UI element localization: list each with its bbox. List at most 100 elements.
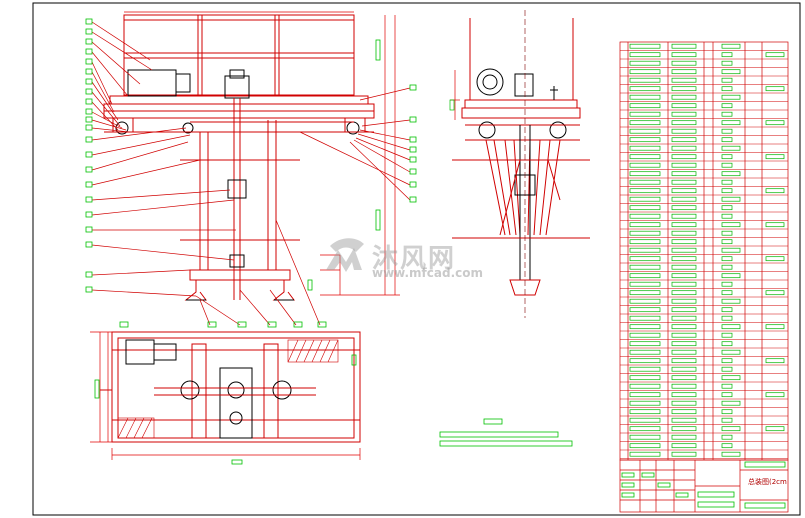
parts-cell-text bbox=[721, 60, 733, 66]
parts-cell-text bbox=[629, 298, 661, 304]
parts-cell-text bbox=[721, 298, 741, 304]
front-view-leaders bbox=[91, 21, 411, 326]
parts-cell-text bbox=[721, 426, 741, 432]
title-block bbox=[619, 459, 789, 513]
parts-cell-text bbox=[721, 247, 741, 253]
parts-cell-text bbox=[765, 358, 785, 364]
parts-cell-text bbox=[721, 341, 733, 347]
parts-cell-text bbox=[671, 162, 697, 168]
parts-cell-text bbox=[671, 400, 697, 406]
parts-cell-text bbox=[721, 358, 733, 364]
parts-cell-text bbox=[629, 145, 661, 151]
parts-cell-text bbox=[629, 43, 661, 49]
mfcad-logo-icon bbox=[326, 238, 364, 272]
parts-cell-text bbox=[671, 94, 697, 100]
parts-cell-text bbox=[671, 417, 697, 423]
parts-cell-text bbox=[721, 162, 733, 168]
parts-cell-text bbox=[629, 77, 661, 83]
parts-cell-text bbox=[721, 77, 733, 83]
parts-cell-text bbox=[629, 256, 661, 262]
parts-cell-text bbox=[721, 349, 741, 355]
parts-cell-text bbox=[629, 247, 661, 253]
parts-cell-text bbox=[671, 358, 697, 364]
parts-cell-text bbox=[671, 77, 697, 83]
parts-cell-text bbox=[629, 239, 661, 245]
parts-cell-text bbox=[721, 315, 733, 321]
parts-cell-text bbox=[721, 128, 733, 134]
parts-cell-text bbox=[671, 451, 697, 457]
parts-cell-text bbox=[629, 426, 661, 432]
parts-cell-text bbox=[629, 451, 661, 457]
parts-cell-text bbox=[721, 205, 733, 211]
parts-cell-text bbox=[671, 230, 697, 236]
parts-cell-text bbox=[671, 137, 697, 143]
parts-cell-text bbox=[671, 179, 697, 185]
parts-cell-text bbox=[671, 281, 697, 287]
parts-cell-text bbox=[721, 94, 741, 100]
parts-cell-text bbox=[765, 222, 785, 228]
parts-cell-text bbox=[671, 52, 697, 58]
parts-cell-text bbox=[721, 111, 733, 117]
parts-cell-text bbox=[721, 188, 733, 194]
title-block-text bbox=[621, 461, 786, 509]
plan-view-dimensions bbox=[90, 331, 361, 460]
parts-cell-text bbox=[629, 417, 661, 423]
parts-cell-text bbox=[671, 222, 697, 228]
parts-cell-text bbox=[671, 145, 697, 151]
parts-cell-text bbox=[671, 213, 697, 219]
plan-view-hatch bbox=[117, 339, 339, 439]
parts-cell-text bbox=[629, 307, 661, 313]
parts-cell-text bbox=[671, 409, 697, 415]
parts-cell-text bbox=[671, 341, 697, 347]
parts-cell-text bbox=[721, 307, 733, 313]
side-view-dimensions bbox=[449, 70, 460, 120]
parts-cell-text bbox=[629, 213, 661, 219]
parts-cell-text bbox=[629, 409, 661, 415]
parts-cell-text bbox=[671, 426, 697, 432]
parts-cell-text bbox=[721, 213, 733, 219]
parts-cell-text bbox=[721, 171, 741, 177]
parts-cell-text bbox=[721, 103, 733, 109]
parts-cell-text bbox=[721, 273, 741, 279]
parts-cell-text bbox=[629, 349, 661, 355]
parts-cell-text bbox=[671, 43, 697, 49]
parts-cell-text bbox=[671, 332, 697, 338]
parts-cell-text bbox=[671, 196, 697, 202]
parts-cell-text bbox=[721, 264, 733, 270]
parts-cell-text bbox=[671, 298, 697, 304]
parts-cell-text bbox=[629, 400, 661, 406]
parts-cell-text bbox=[629, 120, 661, 126]
parts-cell-text bbox=[765, 324, 785, 330]
parts-cell-text bbox=[721, 196, 741, 202]
parts-cell-text bbox=[671, 154, 697, 160]
parts-cell-text bbox=[721, 332, 733, 338]
parts-cell-text bbox=[721, 222, 741, 228]
parts-cell-text bbox=[629, 230, 661, 236]
parts-cell-text bbox=[721, 324, 741, 330]
plan-view-labels bbox=[94, 354, 357, 465]
parts-cell-text bbox=[765, 188, 785, 194]
technical-notes bbox=[439, 418, 573, 447]
parts-cell-text bbox=[765, 120, 785, 126]
parts-cell-text bbox=[721, 120, 741, 126]
parts-cell-text bbox=[629, 60, 661, 66]
parts-cell-text bbox=[629, 281, 661, 287]
parts-cell-text bbox=[721, 400, 741, 406]
side-view bbox=[452, 18, 590, 296]
parts-cell-text bbox=[629, 188, 661, 194]
parts-cell-text bbox=[721, 154, 733, 160]
parts-cell-text bbox=[671, 256, 697, 262]
parts-cell-text bbox=[671, 375, 697, 381]
parts-cell-text bbox=[629, 162, 661, 168]
parts-cell-text bbox=[629, 434, 661, 440]
parts-cell-text bbox=[629, 196, 661, 202]
front-view-dimensions bbox=[124, 11, 400, 296]
parts-cell-text bbox=[721, 230, 733, 236]
parts-cell-text bbox=[765, 154, 785, 160]
front-view-labels bbox=[85, 18, 417, 328]
parts-cell-text bbox=[629, 443, 661, 449]
parts-cell-text bbox=[721, 451, 741, 457]
parts-cell-text bbox=[671, 273, 697, 279]
parts-cell-text bbox=[721, 434, 733, 440]
